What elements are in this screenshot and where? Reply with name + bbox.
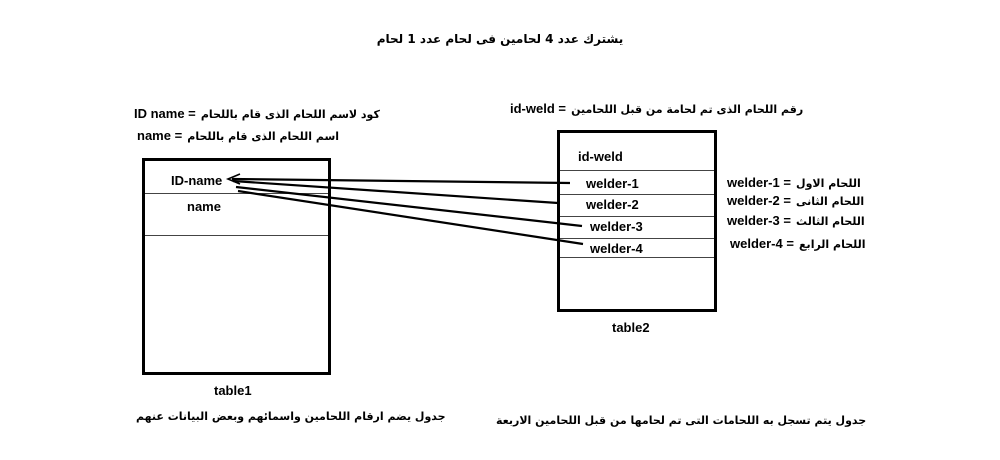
welder-label-4-desc: اللحام الرابع	[799, 238, 866, 251]
table1-field-id-name: ID-name	[171, 173, 223, 188]
table2-field-welder-4: welder-4	[590, 241, 643, 256]
welder-label-3-desc: اللحام الثالث	[796, 215, 865, 228]
table1-divider-2	[145, 235, 328, 236]
table1-field-name: name	[187, 199, 221, 214]
welder-label-3-term: welder-3 =	[727, 213, 791, 228]
table2-field-id-weld: id-weld	[578, 149, 623, 164]
legend-id-name-term: ID name =	[134, 106, 196, 121]
table2-field-welder-2: welder-2	[586, 197, 639, 212]
table2-divider-1	[560, 170, 714, 171]
welder-label-4: welder-4 = اللحام الرابع	[730, 233, 866, 252]
table2-field-welder-3: welder-3	[590, 219, 643, 234]
legend-id-weld: id-weld = رقم اللحام الذى تم لحامة من قب…	[510, 98, 803, 117]
legend-name-desc: اسم اللحام الذى قام باللحام	[187, 130, 340, 143]
table2-divider-2	[560, 194, 714, 195]
welder-label-2-desc: اللحام الثانى	[796, 195, 865, 208]
diagram-title: يشترك عدد 4 لحامين فى لحام عدد 1 لحام	[376, 32, 624, 46]
table2-field-welder-1: welder-1	[586, 176, 639, 191]
legend-id-name-desc: كود لاسم اللحام الذى قام باللحام	[200, 108, 380, 121]
table2-box: id-weld welder-1 welder-2 welder-3 welde…	[557, 130, 717, 312]
welder-label-2: welder-2 = اللحام الثانى	[727, 190, 864, 209]
welder-label-3: welder-3 = اللحام الثالث	[727, 210, 865, 229]
table1-description: جدول يضم ارقام اللحامين واسمائهم وبعض ال…	[136, 410, 446, 423]
table2-divider-4	[560, 238, 714, 239]
table1-caption: table1	[214, 383, 252, 398]
legend-id-weld-term: id-weld =	[510, 101, 566, 116]
welder-label-1: welder-1 = اللحام الاول	[727, 172, 861, 191]
table1-box: ID-name name	[142, 158, 331, 375]
table2-divider-5	[560, 257, 714, 258]
legend-id-name: ID name = كود لاسم اللحام الذى قام باللح…	[134, 103, 380, 122]
table2-caption: table2	[612, 320, 650, 335]
table1-divider-1	[145, 193, 328, 194]
welder-label-4-term: welder-4 =	[730, 236, 794, 251]
legend-name-term: name =	[137, 128, 183, 143]
legend-id-weld-desc: رقم اللحام الذى تم لحامة من قبل اللحامين	[571, 103, 804, 116]
table2-divider-3	[560, 216, 714, 217]
legend-name: name = اسم اللحام الذى قام باللحام	[137, 125, 339, 144]
welder-label-1-term: welder-1 =	[727, 175, 791, 190]
welder-label-1-desc: اللحام الاول	[796, 177, 861, 190]
welder-label-2-term: welder-2 =	[727, 193, 791, 208]
table2-description: جدول يتم تسجل به اللحامات التى تم لحامها…	[496, 414, 867, 427]
